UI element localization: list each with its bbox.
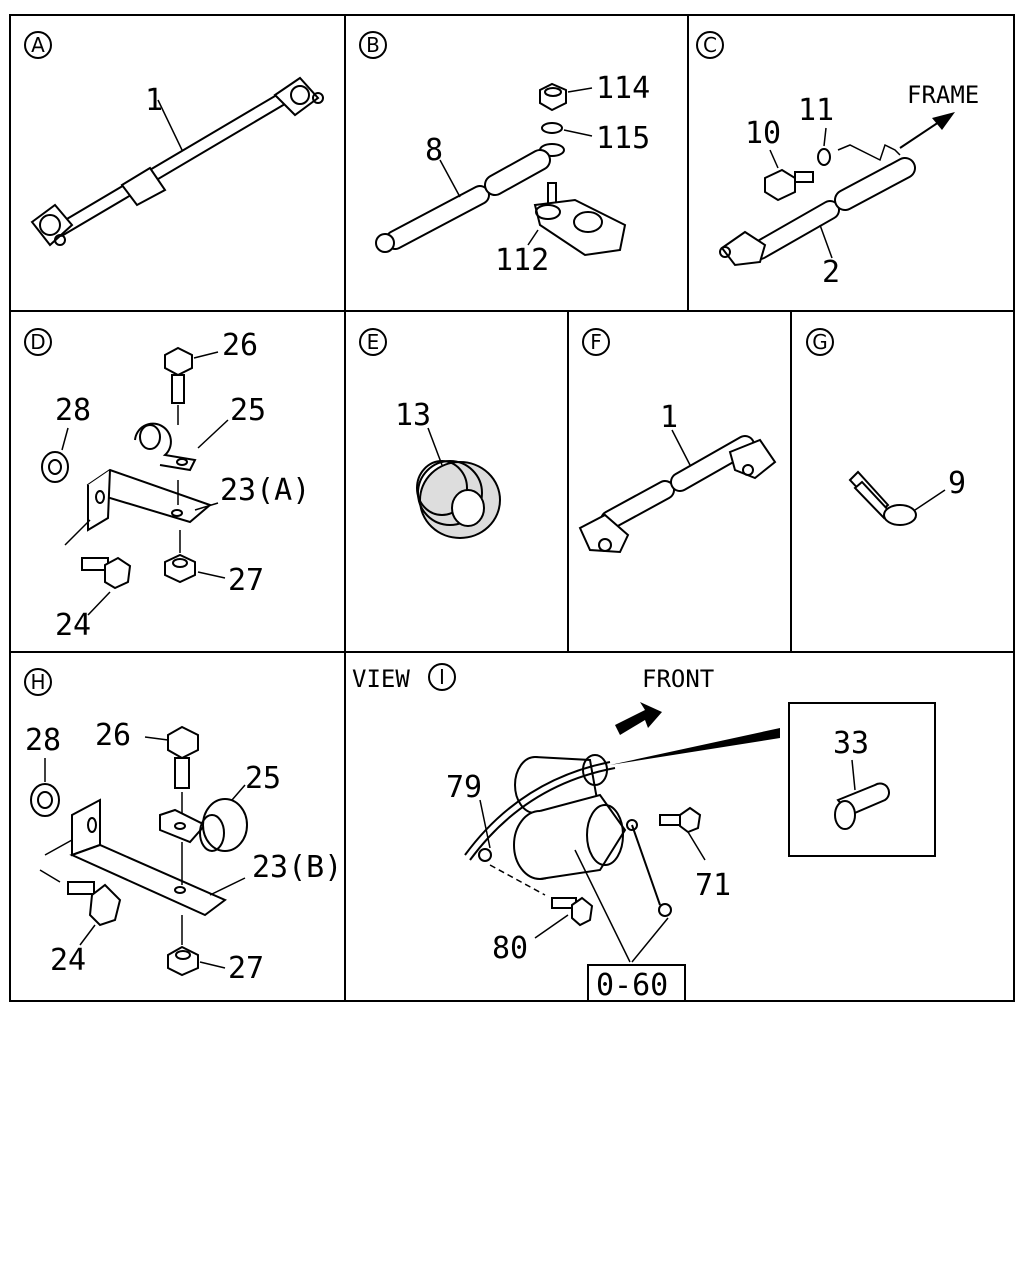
reference-box: 0-60 <box>574 849 686 1003</box>
label-bolt-26-d: 26 <box>222 328 258 363</box>
panel-d: D 26 25 28 23(A) <box>24 328 310 643</box>
battery-cable-a: 1 <box>30 76 324 247</box>
clip-25-d: 25 <box>134 393 266 472</box>
label-nut-28-h: 28 <box>25 723 61 758</box>
battery-cable-f: 1 <box>578 400 777 554</box>
bracket-23b: 23(B) <box>39 798 342 917</box>
nut-28-d: 28 <box>41 393 91 483</box>
label-cable-f: 1 <box>660 400 678 435</box>
bolt-10: 10 <box>745 116 814 202</box>
label-washer-115: 115 <box>596 121 650 156</box>
bolt-71: 71 <box>659 806 731 903</box>
panel-f-badge: F <box>582 328 610 356</box>
label-bolt-26-h: 26 <box>95 718 131 753</box>
label-cap-33: 33 <box>833 726 869 761</box>
battery-cable-b: 8 <box>375 133 565 253</box>
panel-a-id: A <box>31 33 45 57</box>
panel-g-id: G <box>812 330 828 354</box>
label-bolt-71: 71 <box>695 868 731 903</box>
panel-g: G 9 <box>806 328 966 526</box>
bolt-26-h: 26 <box>95 718 199 815</box>
panel-grid <box>9 14 1015 1002</box>
starter-motor: 79 <box>446 754 672 917</box>
panel-f-id: F <box>590 330 602 354</box>
label-terminal-112: 112 <box>495 243 549 278</box>
panel-c: C FRAME 10 11 2 <box>696 31 979 290</box>
panel-i-id: I <box>439 665 445 689</box>
detail-box: 33 <box>788 702 936 857</box>
nut-114: 114 <box>539 71 650 112</box>
panel-h: H 28 26 25 <box>24 668 342 986</box>
panel-f: F 1 <box>578 328 777 554</box>
bolt-24-d: 24 <box>55 556 132 643</box>
label-bolt-24-d: 24 <box>55 608 91 643</box>
clip-25-h: 25 <box>159 761 281 852</box>
washer-11: 11 <box>798 93 834 166</box>
panel-a: A 1 <box>24 31 324 247</box>
label-wire-79: 79 <box>446 770 482 805</box>
panel-g-badge: G <box>806 328 834 356</box>
battery-cable-c: 2 <box>719 143 916 290</box>
label-strap-9: 9 <box>948 466 966 501</box>
panel-b-id: B <box>366 33 380 57</box>
label-clip-25-d: 25 <box>230 393 266 428</box>
panel-e-badge: E <box>359 328 387 356</box>
washer-115: 115 <box>541 121 650 156</box>
label-nut-114: 114 <box>596 71 650 106</box>
panel-i-badge: I <box>428 663 456 691</box>
panel-h-badge: H <box>24 668 52 696</box>
panel-b: B 114 115 8 112 <box>359 31 650 278</box>
direction-frame: FRAME <box>907 81 979 109</box>
panel-e-id: E <box>367 330 380 354</box>
panel-h-id: H <box>30 670 45 694</box>
view-label: VIEW <box>352 665 410 693</box>
frame-arrow-head <box>932 112 955 130</box>
bolt-80: 80 <box>492 896 594 966</box>
panel-d-badge: D <box>24 328 52 356</box>
label-bolt-10: 10 <box>745 116 781 151</box>
label-grommet-13: 13 <box>395 398 431 433</box>
bracket-23a: 23(A) <box>64 468 310 546</box>
label-bolt-24-h: 24 <box>50 943 86 978</box>
label-nut-27-d: 27 <box>228 563 264 598</box>
label-bracket-23b: 23(B) <box>252 850 342 885</box>
panel-i: VIEW I FRONT 33 79 <box>352 663 936 1003</box>
callout-wedge <box>610 728 780 765</box>
label-nut-28-d: 28 <box>55 393 91 428</box>
label-bolt-80: 80 <box>492 931 528 966</box>
label-cable-a: 1 <box>145 83 163 118</box>
bolt-24-h: 24 <box>50 881 122 978</box>
nut-28-h: 28 <box>25 723 61 817</box>
nut-27-d: 27 <box>164 530 264 598</box>
panel-e: E 13 <box>359 328 501 539</box>
label-bracket-23a: 23(A) <box>220 473 310 508</box>
panel-a-badge: A <box>24 31 52 59</box>
strap-9: 9 <box>848 466 966 526</box>
label-cable-c: 2 <box>822 255 840 290</box>
panel-b-badge: B <box>359 31 387 59</box>
label-cable-b: 8 <box>425 133 443 168</box>
grommet-13: 13 <box>395 398 501 539</box>
direction-front: FRONT <box>642 665 714 693</box>
panel-d-id: D <box>30 330 45 354</box>
label-reference: 0-60 <box>596 968 668 1003</box>
label-washer-11: 11 <box>798 93 834 128</box>
panel-c-badge: C <box>696 31 724 59</box>
terminal-112: 112 <box>495 182 627 278</box>
label-clip-25-h: 25 <box>245 761 281 796</box>
bolt-26-d: 26 <box>164 328 258 425</box>
panel-c-id: C <box>703 33 717 57</box>
nut-27-h: 27 <box>167 915 264 986</box>
front-arrow <box>615 702 662 735</box>
label-nut-27-h: 27 <box>228 951 264 986</box>
